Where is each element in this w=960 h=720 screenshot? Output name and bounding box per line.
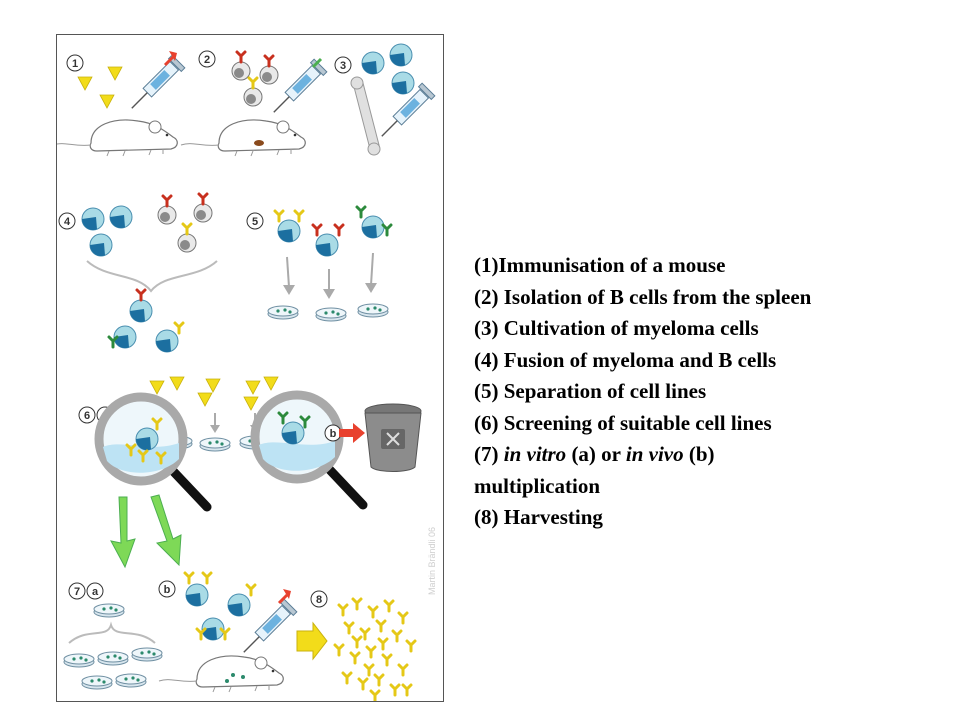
step-label-7b: b <box>164 584 171 596</box>
step-label-6b: b <box>330 428 337 440</box>
caption-step-4: (4) Fusion of myeloma and B cells <box>474 347 777 372</box>
step-5-separation: 5 <box>246 205 393 322</box>
caption-step-8: (8) Harvesting <box>474 505 603 529</box>
watermark: Martin Brändli 06 <box>427 527 437 595</box>
step-8-harvesting: 8 <box>296 590 417 701</box>
caption-step-7-cont: multiplication <box>474 473 601 498</box>
trash-bin-icon <box>364 403 422 472</box>
caption-step-3: (3) Cultivation of myeloma cells <box>474 316 759 340</box>
antibody-cluster <box>333 597 417 701</box>
step-label-7a: a <box>92 586 99 598</box>
step-2-b-cell-isolation: 2 <box>180 50 328 157</box>
caption-text-block: (1)Immunisation of a mouse (2) Isolation… <box>474 250 944 534</box>
step-label-5: 5 <box>252 216 258 228</box>
step-label-8: 8 <box>316 594 322 606</box>
step-label-6: 6 <box>84 410 90 422</box>
step-6-screening: 6 a b Martin Brändli 06 <box>78 376 437 595</box>
step-4-fusion: 4 <box>58 192 218 353</box>
step-label-1: 1 <box>72 58 78 70</box>
step-1-immunisation: 1 <box>57 51 186 157</box>
caption-step-5: (5) Separation of cell lines <box>474 379 707 403</box>
step-label-3: 3 <box>340 60 346 72</box>
step-label-7: 7 <box>74 586 80 598</box>
caption-step-7: (7) in vitro (a) or in vivo (b) <box>474 442 715 466</box>
caption-step-6: (6) Screening of suitable cell lines <box>474 410 772 435</box>
step-3-myeloma-cultivation: 3 <box>334 43 436 156</box>
step-label-4: 4 <box>64 216 71 228</box>
step-label-2: 2 <box>204 54 210 66</box>
diagram-canvas: 1 2 3 4 5 <box>57 43 437 701</box>
hybridoma-diagram: 1 2 3 4 5 <box>56 34 444 702</box>
caption-step-1: (1)Immunisation of a mouse <box>474 253 726 277</box>
caption-step-2: (2) Isolation of B cells from the spleen <box>474 284 812 309</box>
step-7-multiplication: 7 a b <box>63 571 298 693</box>
